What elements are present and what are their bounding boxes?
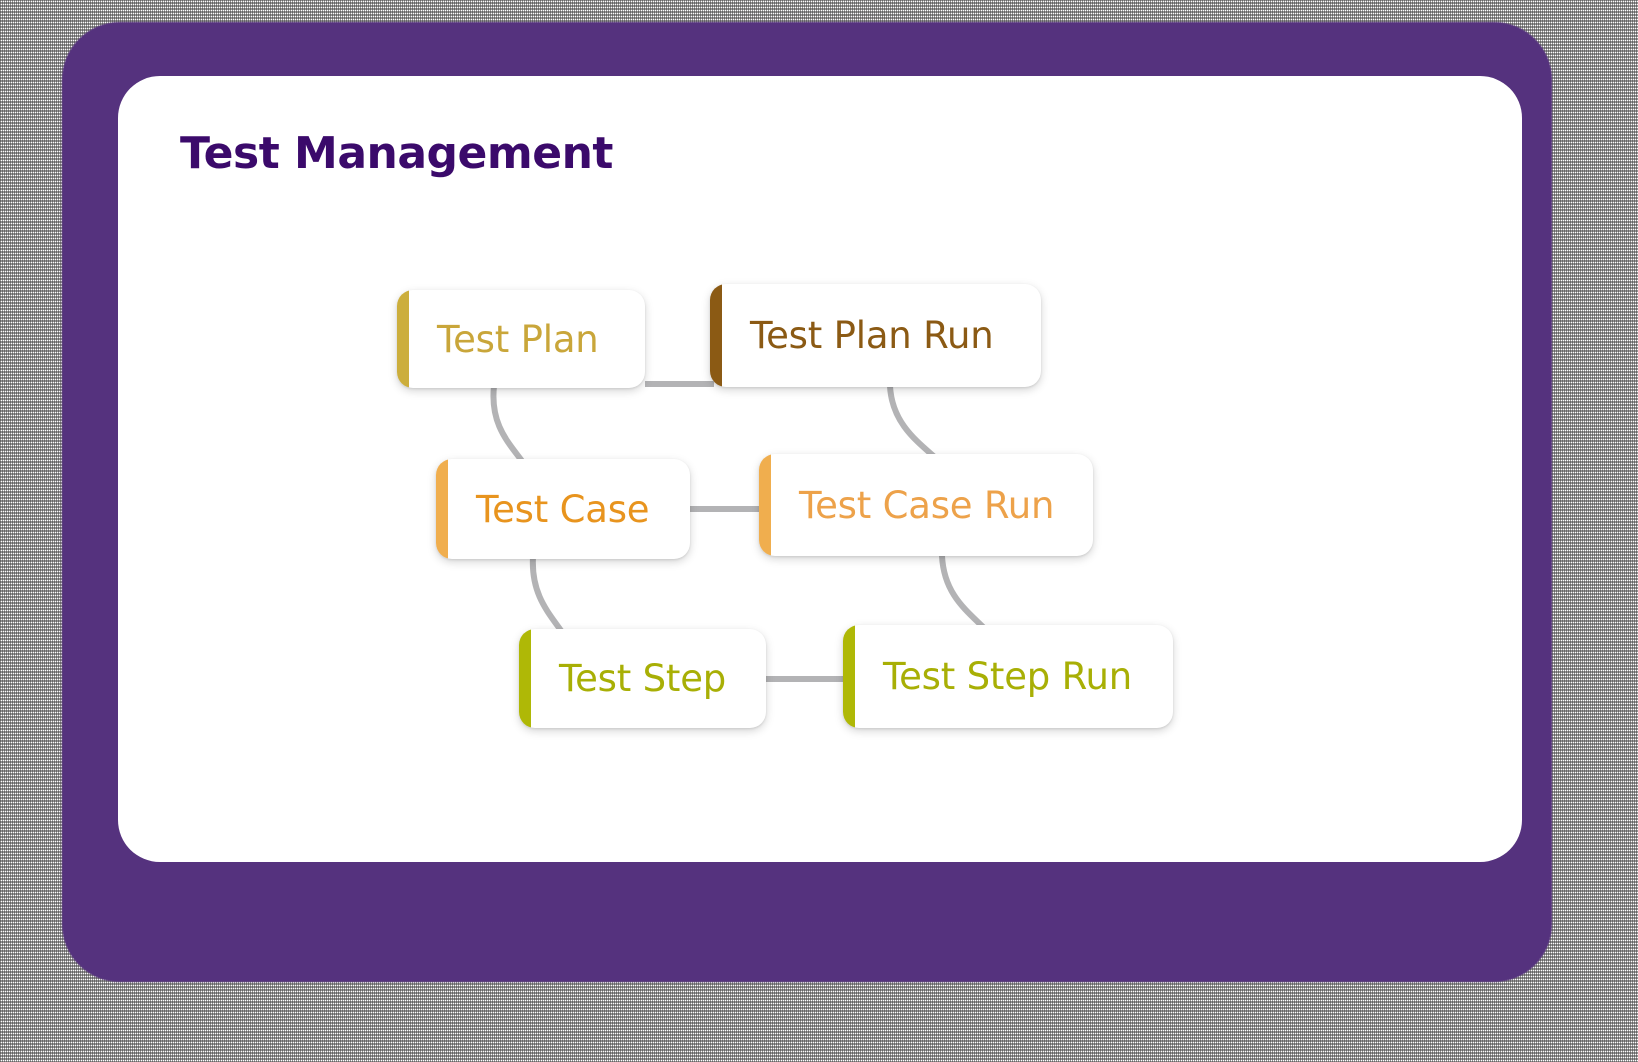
node-test-case[interactable]: Test Case [436,459,690,559]
node-accent-bar [710,284,722,387]
node-test-step-run-label: Test Step Run [883,655,1132,698]
page-title: Test Management [180,128,613,179]
node-accent-bar [843,625,855,728]
edge-test-case-to-test-step [529,554,565,635]
test-management-diagram: Test Plan Test Plan Run Test Case Test C… [118,76,1522,862]
node-test-plan-run[interactable]: Test Plan Run [710,284,1041,387]
node-test-step-run[interactable]: Test Step Run [843,625,1173,728]
edge-test-plan-to-test-case [490,383,525,464]
node-test-plan[interactable]: Test Plan [397,290,645,388]
node-test-case-label: Test Case [476,487,650,531]
node-accent-bar [397,290,409,388]
node-test-case-run[interactable]: Test Case Run [759,454,1093,556]
edge-test-plan-run-to-test-case-run [887,383,941,463]
node-test-step-label: Test Step [559,657,727,700]
edge-test-case-run-to-test-step-run [939,553,987,631]
node-accent-bar [436,459,448,559]
node-test-step[interactable]: Test Step [519,629,766,728]
node-test-plan-run-label: Test Plan Run [750,314,994,357]
node-accent-bar [759,454,771,556]
node-test-case-run-label: Test Case Run [799,483,1055,527]
node-test-plan-label: Test Plan [437,317,599,361]
node-accent-bar [519,629,531,728]
